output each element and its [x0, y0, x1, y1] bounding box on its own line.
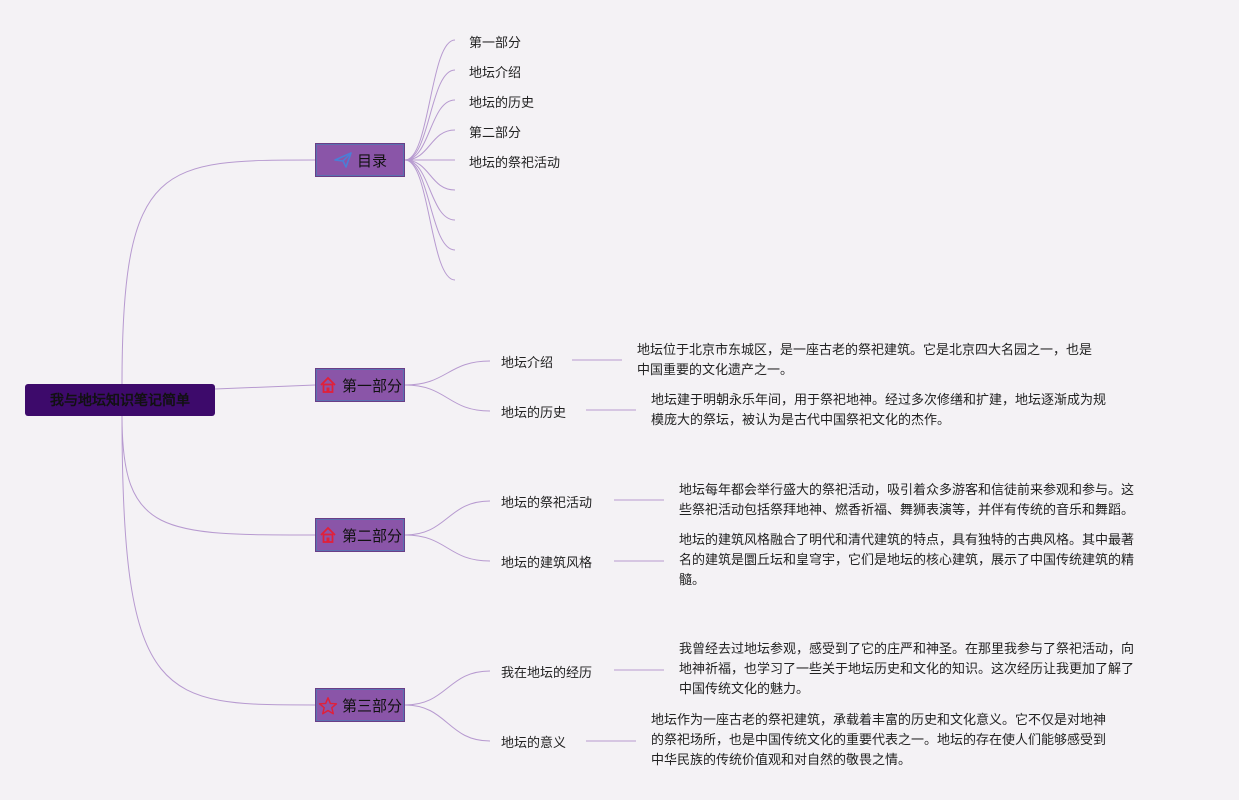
connector-toc-item	[404, 159, 456, 281]
connector-toc-item	[404, 159, 456, 221]
topic-detail[interactable]: 地坛的建筑风格融合了明代和清代建筑的特点，具有独特的古典风格。其中最著 名的建筑…	[679, 533, 1135, 588]
paper-plane-icon	[333, 150, 353, 170]
toc-item[interactable]: 地坛的历史	[469, 96, 535, 111]
root-node[interactable]: 我与地坛知识笔记简单	[25, 384, 215, 416]
connector-section-topic	[404, 500, 491, 536]
connector-root-section-3	[121, 415, 316, 706]
topic-label[interactable]: 地坛的历史	[501, 406, 567, 421]
toc-item[interactable]: 地坛的祭祀活动	[469, 156, 561, 171]
branch-label: 目录	[356, 151, 387, 170]
topic-label[interactable]: 地坛的建筑风格	[501, 556, 593, 571]
connector-toc-item	[404, 159, 456, 251]
connector-section-topic	[404, 384, 491, 412]
topic-detail[interactable]: 地坛位于北京市东城区，是一座古老的祭祀建筑。它是北京四大名园之一，也是 中国重要…	[637, 343, 1093, 378]
branch-section-3[interactable]: 第三部分	[315, 688, 405, 722]
connector-section-topic	[404, 534, 491, 562]
branch-section-2[interactable]: 第二部分	[315, 518, 405, 552]
toc-item[interactable]: 第二部分	[469, 126, 522, 141]
house-icon	[318, 375, 338, 395]
topic-label[interactable]: 地坛介绍	[501, 356, 554, 371]
star-icon	[318, 695, 338, 715]
connector-root-section-1	[214, 384, 316, 390]
connector-toc-item	[404, 39, 456, 161]
branch-label: 第三部分	[341, 696, 402, 715]
branch-label: 第一部分	[341, 376, 402, 395]
topic-detail[interactable]: 我曾经去过地坛参观，感受到了它的庄严和神圣。在那里我参与了祭祀活动，向 地神祈福…	[679, 642, 1135, 697]
topic-detail[interactable]: 地坛作为一座古老的祭祀建筑，承载着丰富的历史和文化意义。它不仅是对地神 的祭祀场…	[651, 713, 1107, 768]
topic-label[interactable]: 地坛的祭祀活动	[501, 496, 593, 511]
connector-toc-item	[404, 99, 456, 161]
branch-section-1[interactable]: 第一部分	[315, 368, 405, 402]
house-icon	[318, 525, 338, 545]
connector-toc-item	[404, 159, 456, 191]
toc-item[interactable]: 第一部分	[469, 36, 522, 51]
topic-label[interactable]: 我在地坛的经历	[501, 666, 593, 681]
topic-detail[interactable]: 地坛建于明朝永乐年间，用于祭祀地神。经过多次修缮和扩建，地坛逐渐成为规 模庞大的…	[651, 393, 1107, 428]
branch-toc[interactable]: 目录	[315, 143, 405, 177]
topic-label[interactable]: 地坛的意义	[501, 736, 567, 751]
toc-item[interactable]: 地坛介绍	[469, 66, 522, 81]
connector-root-toc	[121, 159, 316, 385]
connector-toc-item	[404, 129, 456, 161]
topic-detail[interactable]: 地坛每年都会举行盛大的祭祀活动，吸引着众多游客和信徒前来参观和参与。这 些祭祀活…	[679, 483, 1135, 518]
connector-section-topic	[404, 360, 491, 386]
branch-label: 第二部分	[341, 526, 402, 545]
connector-section-topic	[404, 670, 491, 706]
connector-toc-item	[404, 69, 456, 161]
connector-root-section-2	[121, 415, 316, 536]
connector-section-topic	[404, 704, 491, 742]
